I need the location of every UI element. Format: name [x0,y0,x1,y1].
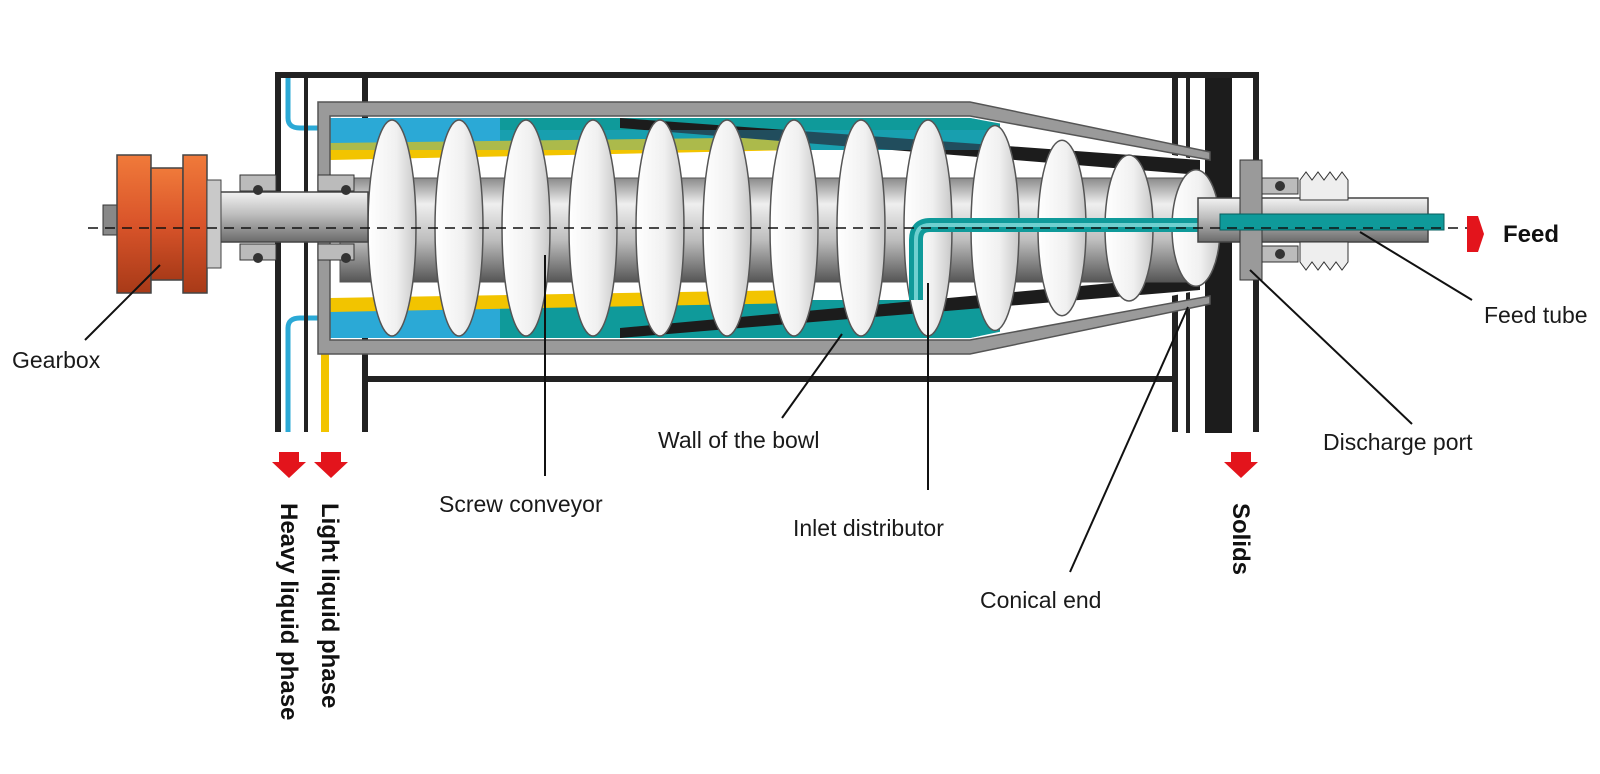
feed-arrow [1467,216,1484,252]
flow-labels: Feed Light liquid phase Heavy liquid pha… [275,221,1559,720]
screw-flight [635,119,685,337]
screw-flight [568,119,618,337]
solids-arrow [1224,462,1258,478]
heavy-liquid-arrow [272,462,306,478]
label-wall-of-bowl: Wall of the bowl [658,427,820,453]
screw-flight [434,119,484,337]
liquid-outlet-pipes [285,78,329,432]
screw-flight [367,119,417,337]
component-labels: Gearbox Screw conveyor Wall of the bowl … [12,302,1588,613]
label-feed-tube: Feed tube [1484,302,1588,328]
label-inlet-distributor: Inlet distributor [793,515,944,541]
flow-arrows [272,216,1484,478]
bowl-wall [317,101,1211,355]
label-heavy-liquid-phase: Heavy liquid phase [275,503,302,720]
gearbox [102,154,222,294]
feed-tube [1219,213,1445,231]
left-shaft [207,174,369,263]
label-conical-end: Conical end [980,587,1101,613]
label-gearbox: Gearbox [12,347,101,373]
screw-flight [501,119,551,337]
right-assembly [1197,159,1445,281]
label-screw-conveyor: Screw conveyor [439,491,603,517]
inlet-distributor [909,218,1210,300]
label-solids: Solids [1227,503,1254,575]
label-discharge-port: Discharge port [1323,429,1473,455]
leader-lines [84,231,1473,573]
light-liquid-arrow [314,462,348,478]
label-feed: Feed [1503,221,1559,248]
label-light-liquid-phase: Light liquid phase [316,503,343,708]
